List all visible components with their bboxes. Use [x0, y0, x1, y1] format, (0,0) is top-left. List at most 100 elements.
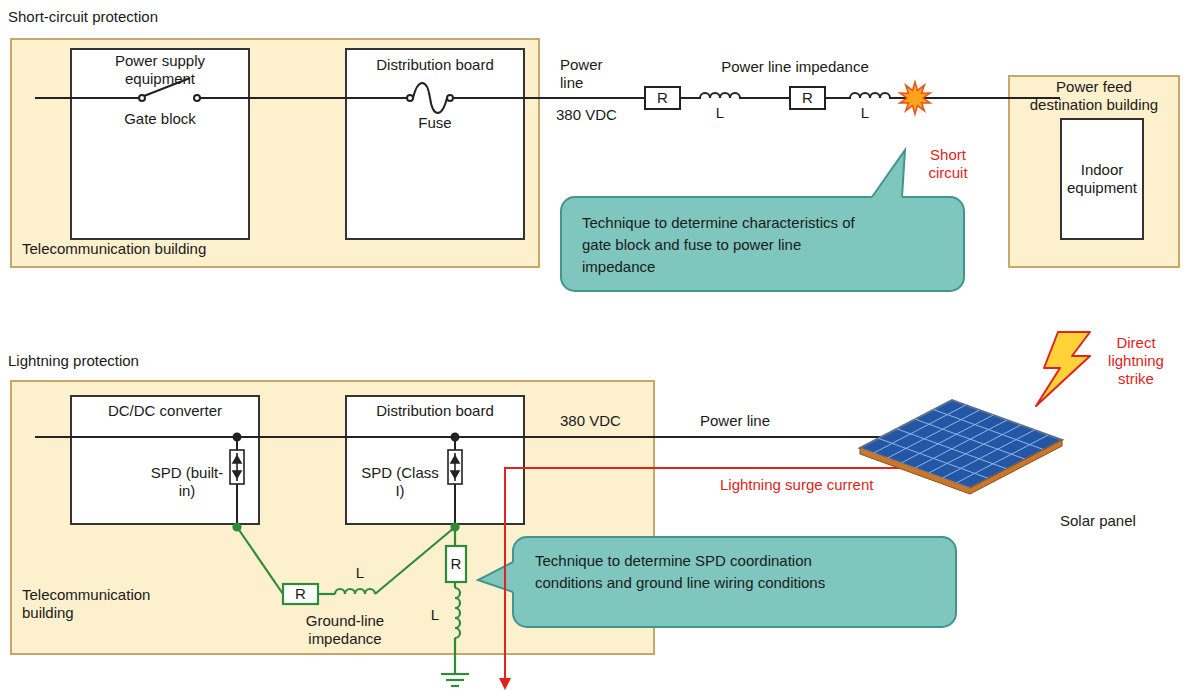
equipment-box-outline	[346, 396, 524, 524]
ground-line-part	[335, 589, 375, 594]
text-label: Fuse	[385, 114, 485, 132]
power-line-impedance	[645, 87, 890, 109]
ground-line-part	[446, 679, 464, 681]
solar-panel-part	[860, 400, 1062, 488]
equipment-box-outline	[71, 49, 249, 239]
top-wiring-part	[413, 83, 447, 113]
diagram-label: R	[645, 89, 680, 107]
diagram-label: L	[705, 104, 735, 122]
building-panel-outline	[11, 39, 539, 267]
power-line-impedance-part	[645, 87, 680, 109]
bottom-wiring-part	[345, 436, 915, 438]
solar-panel-part	[874, 405, 1049, 483]
diagram-label: Short-circuit protection	[8, 8, 308, 26]
spd-symbol-part	[233, 456, 241, 463]
diagram-label: 380 VDC	[560, 412, 640, 430]
power-line-impedance-part	[700, 93, 740, 98]
diagram-label: Short circuit	[920, 146, 976, 182]
callout-tail	[872, 150, 905, 201]
diagram-label: Solar panel	[1060, 512, 1170, 530]
bottom-wiring-part	[454, 484, 456, 527]
panel-cell-line	[915, 420, 1007, 468]
diagram-label: 380 VDC	[556, 106, 636, 124]
text-label: SPD (Class I)	[360, 464, 440, 500]
spd-symbol-part	[451, 471, 459, 478]
diagram-label: Direct lightning strike	[1095, 334, 1177, 388]
bottom-wiring-part	[234, 434, 241, 441]
ground-line-part	[375, 527, 455, 594]
ground-line-part	[318, 593, 335, 595]
diagram-label: Ground-line impedance	[290, 612, 400, 648]
text-label: Gate block	[110, 110, 210, 128]
top-wiring-part	[35, 97, 139, 99]
callout-tail	[478, 562, 517, 592]
ground-line-part	[234, 524, 241, 531]
solar-panel-part	[860, 440, 1062, 494]
panel-cell-line	[888, 410, 980, 458]
top-wiring-part	[194, 95, 200, 101]
building-panel-outline	[1009, 76, 1179, 267]
diagram-label: R	[446, 555, 466, 573]
diagram-label: L	[340, 564, 380, 582]
diagram-label: L	[425, 606, 445, 624]
equipment-box-outline	[1061, 119, 1143, 239]
spd-symbol-part	[230, 450, 244, 484]
callout: Technique to determine SPD coordination …	[512, 536, 957, 628]
text-label: Telecommunication building	[22, 586, 172, 622]
equipment-box-outline	[346, 49, 524, 239]
bottom-wiring-part	[452, 434, 459, 441]
ground-line-part	[455, 588, 460, 638]
equipment-box: Power supply equipmentGate block	[70, 48, 250, 240]
lightning-bolt	[1036, 332, 1090, 406]
text-label: Technique to determine characteristics o…	[582, 212, 864, 278]
ground-line-part	[451, 685, 459, 687]
top-wiring-part	[407, 95, 413, 101]
solar-panel	[860, 400, 1062, 494]
panel-cell-line	[929, 425, 1021, 473]
bottom-wiring-part	[236, 484, 238, 527]
ground-line	[234, 524, 470, 687]
top-wiring-part	[453, 97, 525, 99]
text-label: Indoor equipment	[1063, 161, 1141, 197]
callout-tail-edge	[478, 562, 513, 592]
callout-outline	[513, 537, 956, 627]
ground-line-part	[237, 527, 283, 594]
spd-symbol-part	[451, 456, 459, 463]
top-wiring-part	[345, 97, 407, 99]
equipment-box: Indoor equipment	[1060, 118, 1144, 240]
building-panel: Telecommunication buildingPower supply e…	[10, 38, 540, 268]
ground-line-part	[454, 638, 456, 674]
text-label: Telecommunication building	[22, 240, 322, 258]
equipment-box: DC/DC converterSPD (built-in)	[70, 395, 260, 525]
equipment-box: Distribution boardFuse	[345, 48, 525, 240]
diagram-label: Power line	[560, 56, 610, 92]
text-label: Distribution board	[345, 402, 525, 420]
equipment-box-outline	[71, 396, 259, 524]
spd-symbol-part	[233, 471, 241, 478]
power-line-impedance-part	[850, 93, 890, 98]
top-wiring-part	[447, 95, 453, 101]
diagram-label: R	[283, 585, 318, 603]
building-panel: Power feed destination buildingIndoor eq…	[1008, 75, 1180, 268]
diagram-label: Lightning protection	[8, 352, 308, 370]
callout: Technique to determine characteristics o…	[560, 196, 965, 292]
bottom-wiring-part	[35, 436, 260, 438]
short-circuit-spark	[900, 82, 930, 114]
text-label: Power feed destination building	[1024, 78, 1164, 114]
panel-cell-line	[943, 430, 1035, 478]
diagram-label: Power line	[700, 412, 800, 430]
equipment-box: Distribution boardSPD (Class I)	[345, 395, 525, 525]
text-label: SPD (built-in)	[150, 464, 224, 500]
diagram-label: L	[850, 104, 880, 122]
callout-tail-edge	[872, 150, 905, 197]
top-wiring	[35, 78, 525, 113]
surge-current-path-part	[505, 468, 920, 679]
text-label: Technique to determine SPD coordination …	[535, 550, 847, 594]
ground-line-part	[446, 546, 466, 582]
power-line	[260, 436, 345, 438]
ground-line-part	[452, 524, 459, 531]
short-circuit-spark	[900, 82, 930, 114]
ground-line-part	[283, 584, 318, 604]
surge-current-path-part	[499, 678, 511, 690]
